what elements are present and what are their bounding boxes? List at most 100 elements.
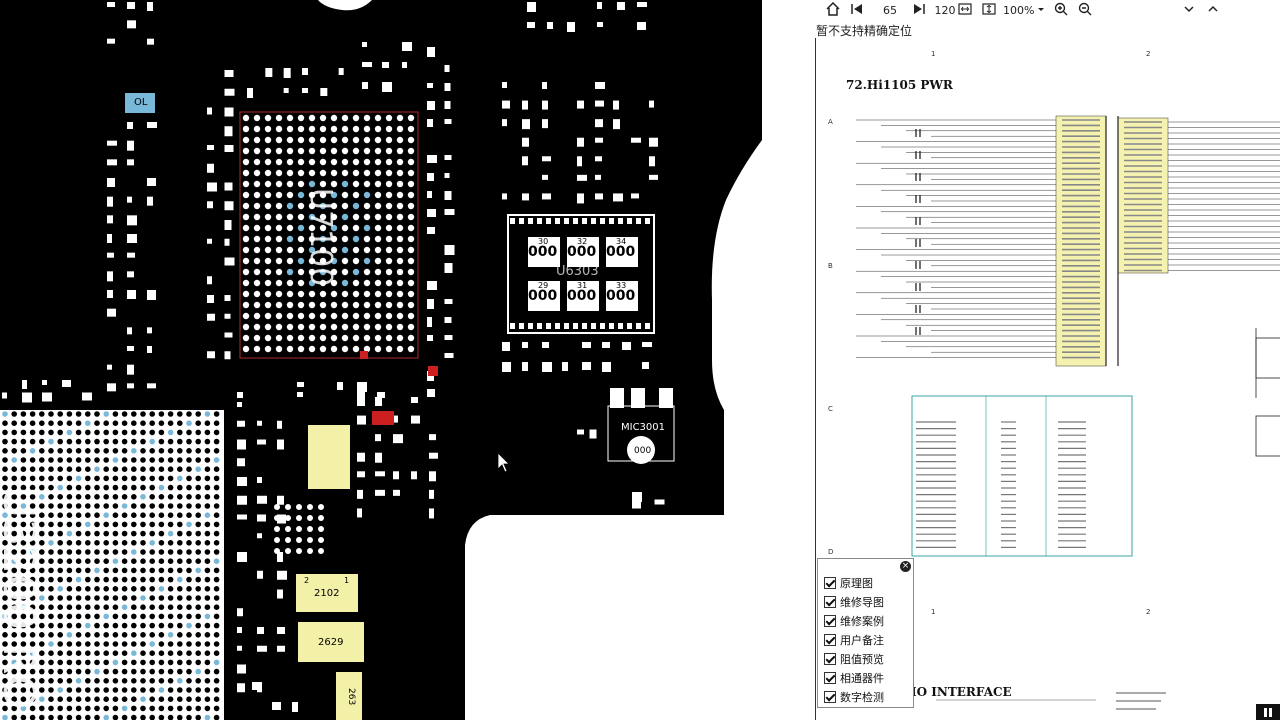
pcb-pad bbox=[502, 82, 507, 88]
bga-ball bbox=[158, 604, 165, 610]
bga-ball bbox=[167, 696, 174, 702]
pause-icon bbox=[1264, 708, 1272, 717]
fit-width-icon[interactable] bbox=[958, 2, 974, 20]
pcb-pad bbox=[237, 664, 246, 674]
bga-ball bbox=[57, 668, 63, 675]
pcb-pad bbox=[257, 514, 266, 522]
pause-button[interactable] bbox=[1256, 704, 1280, 720]
layer-item-resistance-preview[interactable]: 阻值预览 bbox=[824, 651, 884, 667]
layer-item-digital-check[interactable]: 数字检测 bbox=[824, 689, 884, 705]
bga-ball bbox=[330, 202, 338, 210]
bga-ball bbox=[149, 558, 155, 564]
bga-ball bbox=[66, 503, 73, 509]
bga-ball bbox=[112, 503, 119, 509]
bga-ball bbox=[149, 549, 155, 555]
checkbox-icon[interactable] bbox=[824, 691, 836, 703]
bga-ball bbox=[94, 475, 100, 482]
pcb-canvas[interactable] bbox=[0, 0, 800, 720]
pcb-pad bbox=[357, 508, 362, 518]
bga-ball bbox=[20, 448, 27, 454]
checkbox-icon[interactable] bbox=[824, 596, 836, 608]
bga-ball bbox=[66, 484, 73, 491]
bga-ball bbox=[186, 586, 192, 592]
bga-ball bbox=[158, 484, 165, 491]
pcb-pad bbox=[411, 471, 417, 480]
layer-item-schematic[interactable]: 原理图 bbox=[824, 575, 873, 591]
bga-ball bbox=[20, 668, 27, 675]
component-263-body[interactable] bbox=[336, 672, 362, 720]
bga-ball bbox=[20, 595, 27, 601]
bga-ball bbox=[186, 438, 192, 445]
bga-ball bbox=[112, 484, 119, 491]
bga-ball bbox=[48, 448, 54, 454]
bga-ball bbox=[318, 504, 324, 510]
layer-item-connected-parts[interactable]: 相通器件 bbox=[824, 670, 884, 686]
zoom-level[interactable]: 100% bbox=[1003, 4, 1035, 17]
bga-ball bbox=[396, 334, 404, 342]
bga-ball bbox=[103, 448, 109, 454]
pcb-pad bbox=[127, 2, 135, 9]
bga-ball bbox=[186, 705, 192, 712]
layer-item-repair-cases[interactable]: 维修案例 bbox=[824, 613, 884, 629]
chevron-down-icon[interactable] bbox=[1182, 2, 1198, 20]
checkbox-icon[interactable] bbox=[824, 634, 836, 646]
bga-ball bbox=[112, 512, 119, 518]
pcb-pad bbox=[577, 193, 584, 204]
home-icon[interactable] bbox=[826, 2, 842, 20]
bga-ball bbox=[385, 257, 393, 265]
zoom-dropdown-icon[interactable] bbox=[1037, 2, 1047, 20]
bga-ball bbox=[66, 530, 73, 537]
bga-ball bbox=[352, 268, 360, 276]
pcb-pad bbox=[107, 196, 113, 207]
layer-item-user-notes[interactable]: 用户备注 bbox=[824, 632, 884, 648]
pcb-pad bbox=[595, 82, 605, 89]
component-side-body[interactable] bbox=[308, 425, 350, 489]
bga-ball bbox=[57, 466, 63, 473]
bga-ball bbox=[20, 521, 27, 528]
bga-ball bbox=[297, 323, 305, 331]
bga-ball bbox=[94, 438, 100, 445]
bga-ball bbox=[264, 224, 272, 232]
bga-ball bbox=[167, 448, 174, 454]
bga-ball bbox=[140, 650, 146, 656]
pcb-pad bbox=[237, 495, 247, 505]
bga-ball bbox=[308, 268, 316, 276]
fit-page-icon[interactable] bbox=[982, 2, 998, 20]
bga-ball bbox=[308, 334, 316, 342]
label-c13-value: 000 bbox=[545, 8, 573, 23]
u6303-edge-pad bbox=[528, 323, 533, 329]
close-icon[interactable]: × bbox=[900, 561, 911, 572]
bga-ball bbox=[131, 659, 137, 666]
bga-ball bbox=[253, 180, 261, 188]
checkbox-icon[interactable] bbox=[824, 672, 836, 684]
checkbox-icon[interactable] bbox=[824, 615, 836, 627]
bga-ball bbox=[85, 540, 91, 546]
bga-ball bbox=[85, 558, 91, 564]
page-number[interactable]: 65 bbox=[883, 4, 897, 17]
bga-ball bbox=[131, 650, 137, 656]
first-page-icon[interactable] bbox=[850, 2, 866, 20]
pcb-board-view[interactable]: U7100 U6303 MIC3001 000 OL 13 000 U3200 … bbox=[0, 0, 800, 720]
bga-ball bbox=[66, 429, 73, 436]
zoom-out-icon[interactable] bbox=[1078, 2, 1094, 20]
bga-ball bbox=[2, 475, 8, 482]
chevron-up-icon[interactable] bbox=[1206, 2, 1222, 20]
zoom-in-icon[interactable] bbox=[1054, 2, 1070, 20]
layer-item-repair-guide[interactable]: 维修导图 bbox=[824, 594, 884, 610]
bga-ball bbox=[48, 549, 54, 555]
pcb-pad bbox=[622, 342, 631, 350]
schematic-drawing[interactable] bbox=[816, 38, 1280, 720]
last-page-icon[interactable] bbox=[912, 2, 928, 20]
component-2629-body[interactable] bbox=[298, 622, 364, 662]
component-2102-body[interactable] bbox=[296, 574, 358, 612]
bga-ball bbox=[407, 169, 415, 177]
checkbox-icon[interactable] bbox=[824, 653, 836, 665]
bga-ball bbox=[121, 705, 128, 712]
bga-ball bbox=[75, 604, 82, 610]
bga-ball bbox=[177, 512, 183, 518]
bga-ball bbox=[275, 202, 283, 210]
bga-ball bbox=[396, 158, 404, 166]
bga-ball bbox=[195, 567, 201, 574]
bga-ball bbox=[363, 257, 371, 265]
checkbox-icon[interactable] bbox=[824, 577, 836, 589]
